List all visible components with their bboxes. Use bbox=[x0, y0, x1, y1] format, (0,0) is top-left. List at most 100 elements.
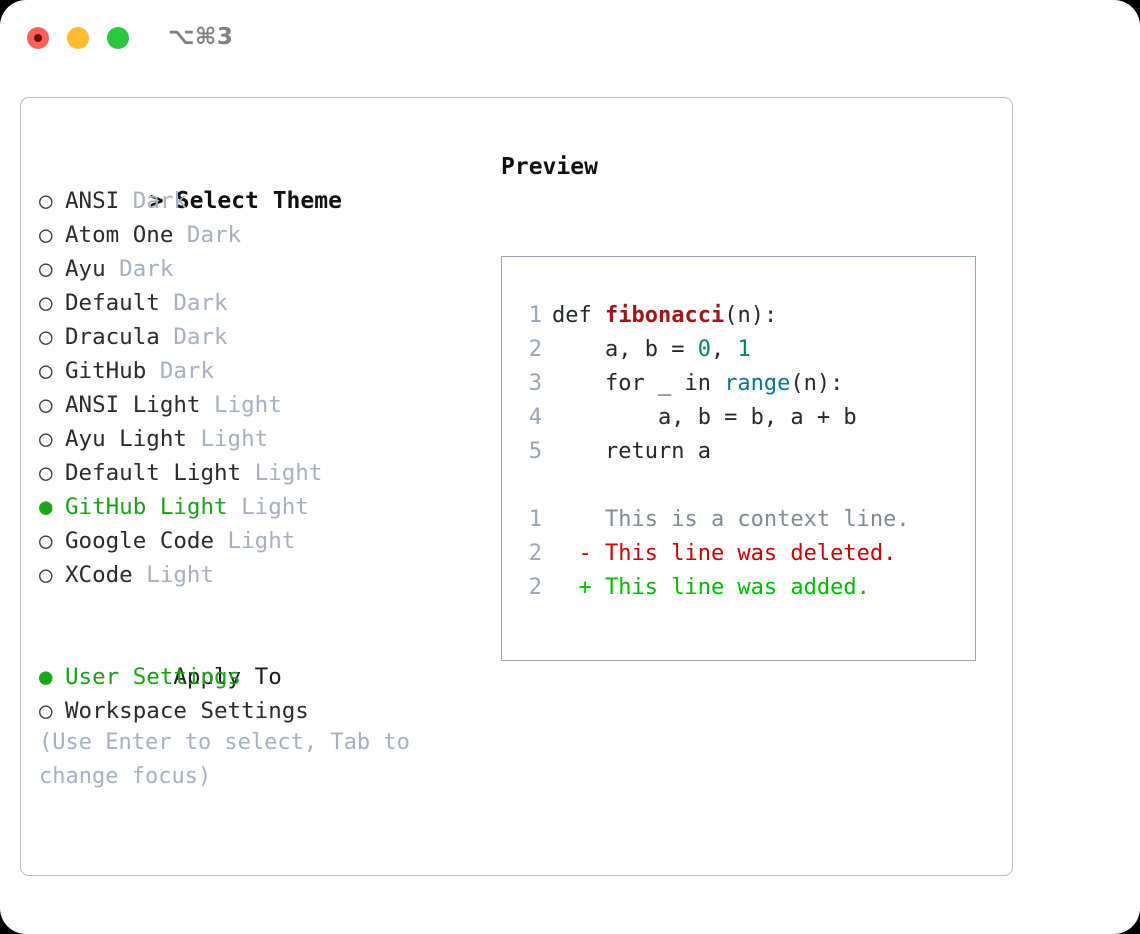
code-token: a, b = bbox=[552, 337, 698, 362]
radio-unselected-icon: ○ bbox=[39, 562, 53, 588]
theme-option-label: Dracula bbox=[65, 324, 160, 350]
window-titlebar: ⌥⌘3 bbox=[0, 0, 1140, 78]
line-number: 2 bbox=[528, 541, 542, 566]
code-line: 2 a, b = 0, 1 bbox=[520, 333, 910, 367]
section-spacer bbox=[39, 592, 479, 626]
theme-option-label: Atom One bbox=[65, 222, 174, 248]
theme-option-github-light[interactable]: ●GitHub Light Light bbox=[39, 490, 479, 524]
line-number: 4 bbox=[528, 405, 542, 430]
help-hint: (Use Enter to select, Tab to change focu… bbox=[39, 726, 454, 794]
diff-marker bbox=[552, 507, 605, 532]
radio-unselected-icon: ○ bbox=[39, 222, 53, 248]
theme-option-ayu[interactable]: ○ Ayu Dark bbox=[39, 252, 479, 286]
diff-text: This line was added. bbox=[604, 575, 870, 600]
theme-option-github[interactable]: ○ GitHub Dark bbox=[39, 354, 479, 388]
keyboard-shortcut-label: ⌥⌘3 bbox=[168, 24, 234, 50]
theme-list-header-label: Select Theme bbox=[175, 188, 342, 214]
theme-options: ○ANSI Dark○Atom One Dark○Ayu Dark○Defaul… bbox=[39, 184, 479, 592]
theme-option-label: Default Light bbox=[65, 460, 242, 486]
theme-option-label: Ayu bbox=[65, 256, 106, 282]
apply-to-option-user-settings[interactable]: ● User Settings bbox=[39, 660, 479, 694]
code-blank-line bbox=[520, 469, 910, 503]
theme-option-variant: Dark bbox=[173, 222, 242, 248]
theme-option-label: Google Code bbox=[65, 528, 215, 554]
preview-title: Preview bbox=[501, 154, 598, 180]
radio-selected-icon: ● bbox=[39, 494, 53, 520]
code-token: 0 bbox=[697, 337, 711, 362]
help-hint-line-1: (Use Enter to select, Tab to bbox=[39, 730, 410, 755]
theme-option-default[interactable]: ○Default Dark bbox=[39, 286, 479, 320]
diff-line-add: 2 + This line was added. bbox=[520, 571, 910, 605]
close-button[interactable] bbox=[27, 27, 49, 49]
theme-option-default-light[interactable]: ○Default Light Light bbox=[39, 456, 479, 490]
radio-unselected-icon: ○ bbox=[39, 528, 53, 554]
minimize-button[interactable] bbox=[67, 27, 89, 49]
diff-text: This line was deleted. bbox=[604, 541, 897, 566]
diff-line-del: 2 - This line was deleted. bbox=[520, 537, 910, 571]
code-token: def bbox=[552, 303, 605, 328]
code-token: for _ in bbox=[552, 371, 725, 396]
theme-option-variant: Light bbox=[132, 562, 215, 588]
code-token: fibonacci bbox=[604, 303, 725, 328]
theme-list: >Select Theme ○ANSI Dark○Atom One Dark○A… bbox=[39, 150, 479, 728]
theme-option-variant: Dark bbox=[159, 324, 228, 350]
line-number: 2 bbox=[528, 337, 542, 362]
diff-marker: - bbox=[552, 541, 605, 566]
apply-to-options: ● User Settings ○ Workspace Settings bbox=[39, 660, 479, 728]
code-token: 1 bbox=[737, 337, 751, 362]
theme-option-dracula[interactable]: ○ Dracula Dark bbox=[39, 320, 479, 354]
theme-option-label: Ayu Light bbox=[65, 426, 187, 452]
radio-unselected-icon: ○ bbox=[39, 324, 53, 350]
radio-unselected-icon: ○ bbox=[39, 290, 53, 316]
theme-option-label: ANSI Light bbox=[65, 392, 201, 418]
theme-option-label: GitHub bbox=[65, 358, 147, 384]
code-line: 3 for _ in range(n): bbox=[520, 367, 910, 401]
radio-unselected-icon: ○ bbox=[39, 358, 53, 384]
theme-option-variant: Light bbox=[186, 426, 269, 452]
theme-option-variant: Dark bbox=[146, 358, 215, 384]
radio-unselected-icon: ○ bbox=[39, 426, 53, 452]
diff-line-ctx: 1 This is a context line. bbox=[520, 503, 910, 537]
radio-unselected-icon: ○ bbox=[39, 698, 53, 724]
line-number: 1 bbox=[528, 507, 542, 532]
line-number: 5 bbox=[528, 439, 542, 464]
theme-option-label: XCode bbox=[65, 562, 133, 588]
theme-option-ansi-light[interactable]: ○ANSI Light Light bbox=[39, 388, 479, 422]
apply-to-option-workspace-settings[interactable]: ○ Workspace Settings bbox=[39, 694, 479, 728]
theme-option-label: GitHub Light bbox=[65, 494, 228, 520]
caret-prompt-icon: > bbox=[149, 188, 164, 214]
theme-option-ansi[interactable]: ○ ANSI Dark bbox=[39, 184, 479, 218]
theme-option-variant: Light bbox=[241, 460, 323, 486]
code-token: (n): bbox=[790, 371, 844, 396]
radio-selected-icon: ● bbox=[39, 664, 53, 690]
theme-selector-panel: >Select Theme ○ANSI Dark○Atom One Dark○A… bbox=[20, 97, 1013, 876]
radio-unselected-icon: ○ bbox=[39, 188, 53, 214]
radio-unselected-icon: ○ bbox=[39, 256, 53, 282]
code-token: return a bbox=[552, 439, 711, 464]
theme-option-ayu-light[interactable]: ○ Ayu Light Light bbox=[39, 422, 479, 456]
theme-list-header: > Select Theme bbox=[39, 150, 479, 214]
code-line: 4 a, b = b, a + b bbox=[520, 401, 910, 435]
code-token: , bbox=[710, 337, 738, 362]
theme-option-xcode[interactable]: ○ XCode Light bbox=[39, 558, 479, 592]
apply-to-option-label: Workspace Settings bbox=[65, 698, 309, 724]
theme-option-variant: Dark bbox=[105, 256, 174, 282]
theme-option-google-code[interactable]: ○Google Code Light bbox=[39, 524, 479, 558]
diff-marker: + bbox=[552, 575, 605, 600]
maximize-button[interactable] bbox=[107, 27, 129, 49]
theme-option-variant: Dark bbox=[159, 290, 228, 316]
diff-text: This is a context line. bbox=[604, 507, 910, 532]
theme-option-label: ANSI bbox=[65, 188, 120, 214]
line-number: 3 bbox=[528, 371, 542, 396]
theme-option-atom-one[interactable]: ○ Atom One Dark bbox=[39, 218, 479, 252]
theme-option-variant: Dark bbox=[119, 188, 187, 214]
line-number: 2 bbox=[528, 575, 542, 600]
apply-to-option-label: User Settings bbox=[65, 664, 242, 690]
line-number: 1 bbox=[528, 303, 542, 328]
code-token: range bbox=[724, 371, 791, 396]
